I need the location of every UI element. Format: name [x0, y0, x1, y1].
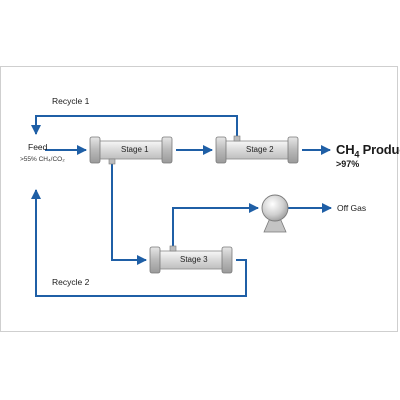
recycle2-label: Recycle 2 — [52, 277, 90, 287]
stage2-label: Stage 2 — [246, 145, 274, 154]
stage1-label: Stage 1 — [121, 145, 149, 154]
product-purity-label: >97% — [336, 159, 360, 169]
stage3-label: Stage 3 — [180, 255, 208, 264]
feed-label: Feed — [28, 142, 48, 152]
stage1-module — [89, 136, 173, 165]
stage3-module — [149, 245, 233, 274]
compressor-icon — [261, 194, 289, 233]
offgas-label: Off Gas — [337, 203, 367, 213]
recycle2-line — [31, 189, 247, 297]
stage1-to-stage3-line — [111, 164, 147, 265]
recycle1-label: Recycle 1 — [52, 96, 90, 106]
diagram-frame — [0, 66, 398, 332]
recycle1-line — [31, 115, 238, 136]
stage2-module — [215, 135, 299, 164]
product-label: CH4 Product — [336, 142, 400, 160]
feed-composition-label: >55% CH₄/CO₂ — [20, 156, 65, 163]
stage3-to-compressor-line — [172, 203, 259, 246]
